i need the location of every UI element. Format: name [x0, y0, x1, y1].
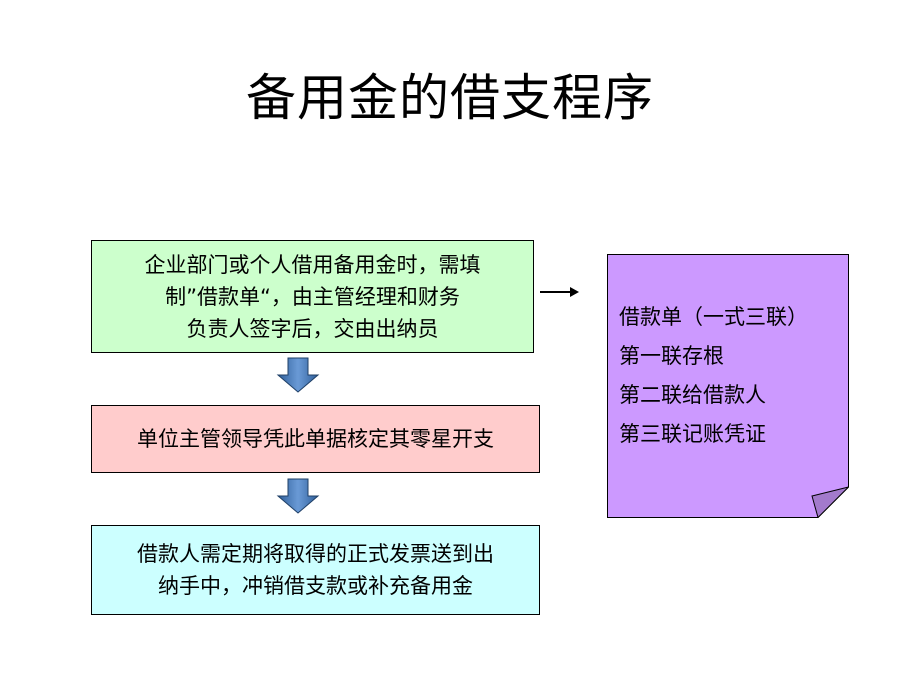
- note-line-4: 第三联记账凭证: [619, 422, 766, 446]
- step-3-line-1: 借款人需定期将取得的正式发票送到出: [137, 542, 494, 566]
- right-arrow-icon: [540, 284, 580, 304]
- folded-note-shape: [607, 254, 849, 518]
- step-box-3: 借款人需定期将取得的正式发票送到出 纳手中，冲销借支款或补充备用金: [91, 525, 540, 615]
- step-box-2: 单位主管领导凭此单据核定其零星开支: [91, 405, 540, 473]
- down-arrow-icon: [276, 478, 320, 514]
- note-line-2: 第一联存根: [619, 344, 724, 368]
- step-3-line-2: 纳手中，冲销借支款或补充备用金: [158, 574, 473, 598]
- note-line-1: 借款单（一式三联）: [619, 305, 808, 329]
- step-1-text: 企业部门或个人借用备用金时，需填 制”借款单“，由主管经理和财务 负责人签字后，…: [145, 249, 481, 345]
- step-1-line-1: 企业部门或个人借用备用金时，需填: [144, 252, 481, 277]
- step-3-text: 借款人需定期将取得的正式发票送到出 纳手中，冲销借支款或补充备用金: [137, 538, 494, 602]
- note-text: 借款单（一式三联） 第一联存根 第二联给借款人 第三联记账凭证: [619, 298, 808, 454]
- slide-title: 备用金的借支程序: [246, 69, 654, 127]
- step-1-line-2: 制”借款单“，由主管经理和财务: [165, 284, 460, 309]
- note-line-3: 第二联给借款人: [619, 383, 766, 407]
- down-arrow-icon: [276, 357, 320, 393]
- step-1-line-3: 负责人签字后，交由出纳员: [186, 316, 439, 341]
- step-box-1: 企业部门或个人借用备用金时，需填 制”借款单“，由主管经理和财务 负责人签字后，…: [91, 240, 534, 353]
- voucher-note: 借款单（一式三联） 第一联存根 第二联给借款人 第三联记账凭证: [607, 254, 849, 518]
- step-2-line-1: 单位主管领导凭此单据核定其零星开支: [137, 427, 494, 451]
